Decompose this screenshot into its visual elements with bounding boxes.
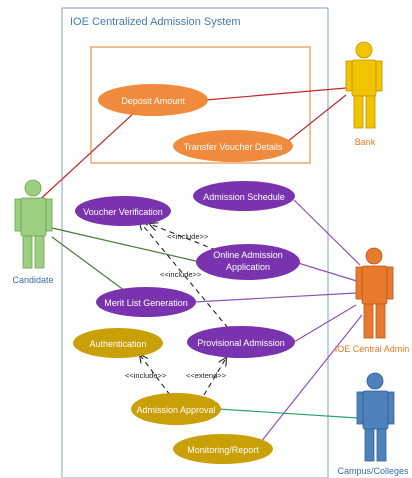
assoc-candidate-online <box>51 227 201 263</box>
use-case-provisional[interactable]: Provisional Admission <box>187 326 295 358</box>
use-case-transfer[interactable]: Transfer Voucher Details <box>173 130 293 162</box>
assoc-bank-transfer <box>281 94 347 147</box>
actor-admin-label: IOE Central Admin <box>335 344 410 354</box>
use-case-deposit[interactable]: Deposit Amount <box>98 84 208 116</box>
assoc-admin-provisional <box>293 304 357 343</box>
use-case-schedule[interactable]: Admission Schedule <box>193 181 295 211</box>
include-label-2: <<include>> <box>160 270 202 279</box>
use-case-voucher[interactable]: Voucher Verification <box>75 196 171 226</box>
system-title: IOE Centralized Admission System <box>70 16 241 28</box>
use-case-online-label-1: Online Admission <box>213 250 283 260</box>
use-case-provisional-label: Provisional Admission <box>197 338 285 348</box>
use-case-merit-label: Merit List Generation <box>104 298 188 308</box>
association-lines <box>33 87 363 449</box>
use-case-approval-label: Admission Approval <box>136 405 215 415</box>
extend-label-1: <<extend>> <box>186 371 227 380</box>
assoc-bank-deposit <box>205 87 347 101</box>
use-case-approval[interactable]: Admission Approval <box>131 393 221 425</box>
dependency-lines <box>140 222 229 396</box>
use-case-online-label-2: Application <box>226 262 270 272</box>
include-label-3: <<include>> <box>125 371 167 380</box>
use-case-monitoring-label: Monitoring/Report <box>187 445 259 455</box>
extend-approval-provisional <box>203 358 226 396</box>
include-label-1: <<include>> <box>167 232 209 241</box>
use-case-merit[interactable]: Merit List Generation <box>96 287 196 317</box>
assoc-admin-monitoring <box>255 314 363 449</box>
actor-admin-icon[interactable] <box>355 247 394 339</box>
use-case-schedule-label: Admission Schedule <box>203 192 285 202</box>
assoc-candidate-deposit <box>33 99 149 206</box>
assoc-admin-schedule <box>293 199 361 266</box>
use-case-transfer-label: Transfer Voucher Details <box>184 142 283 152</box>
use-case-online-application[interactable]: Online Admission Application <box>196 244 300 280</box>
assoc-admin-online <box>297 262 361 283</box>
actor-campus-label: Campus/Colleges <box>337 466 409 476</box>
actor-bank-icon[interactable] <box>345 41 383 129</box>
assoc-admin-merit <box>193 292 357 303</box>
use-case-authentication[interactable]: Authentication <box>73 328 163 358</box>
payment-subsystem-box <box>90 46 311 164</box>
assoc-campus-approval <box>217 408 359 419</box>
include-provisional-voucher <box>140 222 229 329</box>
use-case-auth-label: Authentication <box>89 339 146 349</box>
actor-candidate-label: Candidate <box>12 275 53 285</box>
use-case-monitoring[interactable]: Monitoring/Report <box>173 434 273 464</box>
use-case-voucher-label: Voucher Verification <box>83 207 163 217</box>
actor-candidate-icon[interactable] <box>14 179 53 269</box>
actor-campus-icon[interactable] <box>356 372 395 462</box>
use-case-deposit-label: Deposit Amount <box>121 96 185 106</box>
actor-bank-label: Bank <box>355 137 376 147</box>
include-online-voucher <box>150 224 217 251</box>
